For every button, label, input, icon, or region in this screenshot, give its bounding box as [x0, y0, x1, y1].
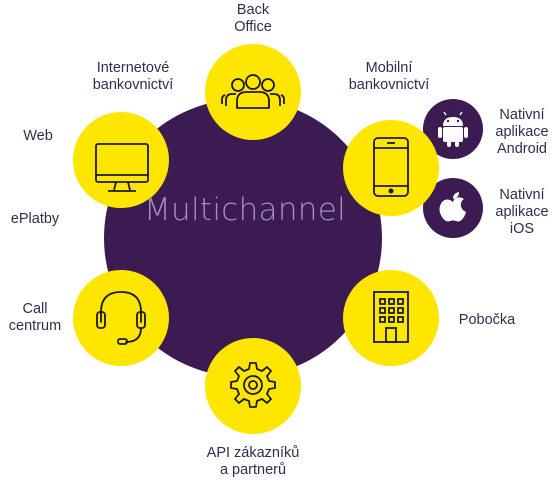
apple-icon: [439, 192, 466, 222]
label-native-ios: Nativní aplikace iOS: [495, 187, 549, 237]
building-icon: [373, 291, 409, 343]
node-branch: [343, 270, 439, 366]
label-web: Web: [23, 128, 53, 144]
android-icon: [438, 111, 468, 147]
node-api: [205, 338, 301, 434]
label-mobile-banking: Mobilní bankovnictví: [348, 60, 430, 93]
gear-icon: [230, 362, 276, 408]
label-branch: Pobočka: [458, 312, 516, 328]
hub-title: Multichannel: [143, 192, 347, 228]
label-back-office: Back Office: [234, 2, 272, 35]
node-mobile: [343, 120, 439, 216]
label-call-centre: Call centrum: [8, 301, 62, 334]
label-eplatby: ePlatby: [10, 211, 60, 227]
monitor-icon: [95, 143, 149, 192]
label-api: API zákazníků a partnerů: [206, 445, 300, 478]
label-native-android: Nativní aplikace Android: [495, 107, 549, 157]
node-web: [73, 112, 169, 208]
users-icon: [221, 74, 285, 109]
smartphone-icon: [373, 137, 409, 197]
hub-circle: [104, 99, 382, 377]
node-call-centre: [73, 270, 169, 366]
label-internet-banking: Internetové bankovnictví: [92, 60, 174, 93]
headset-icon: [96, 291, 146, 345]
